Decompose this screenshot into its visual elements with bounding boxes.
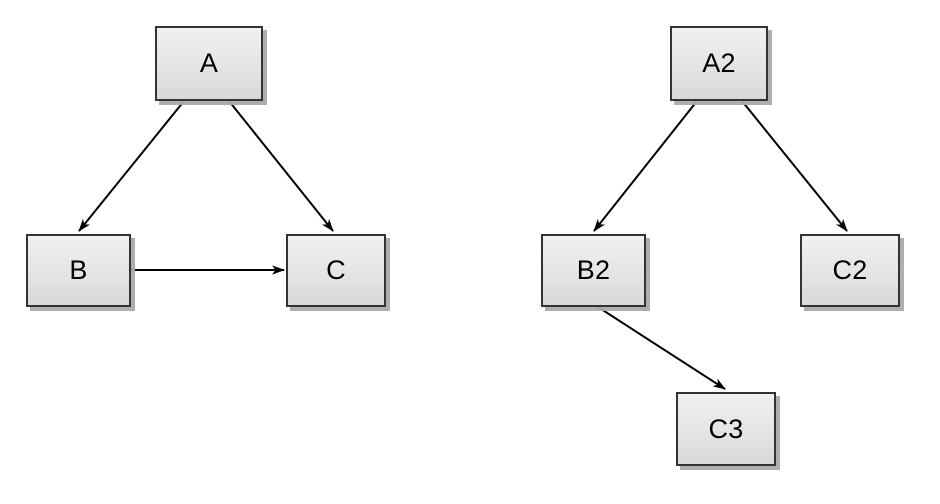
node-b[interactable]: B: [26, 234, 131, 307]
node-c3[interactable]: C3: [676, 392, 776, 466]
edge-a2-to-b2: [593, 100, 698, 232]
node-c[interactable]: C: [286, 234, 386, 307]
edge-a-to-c: [228, 100, 334, 232]
node-c2[interactable]: C2: [800, 234, 900, 307]
edges-group: [78, 100, 848, 390]
node-c2-label: C2: [832, 255, 868, 285]
node-a-label: A: [199, 48, 219, 78]
edge-b2-to-c3: [597, 306, 726, 390]
edge-a2-to-c2: [741, 100, 848, 232]
edge-a-to-b: [78, 100, 185, 232]
node-c3-label: C3: [708, 413, 744, 444]
node-a2-label: A2: [702, 48, 736, 78]
node-a2[interactable]: A2: [670, 26, 768, 101]
node-b2-label: B2: [576, 255, 611, 285]
node-b2[interactable]: B2: [541, 234, 646, 307]
node-c-label: C: [326, 255, 346, 285]
node-b-label: B: [69, 255, 88, 285]
node-a[interactable]: A: [155, 26, 263, 101]
